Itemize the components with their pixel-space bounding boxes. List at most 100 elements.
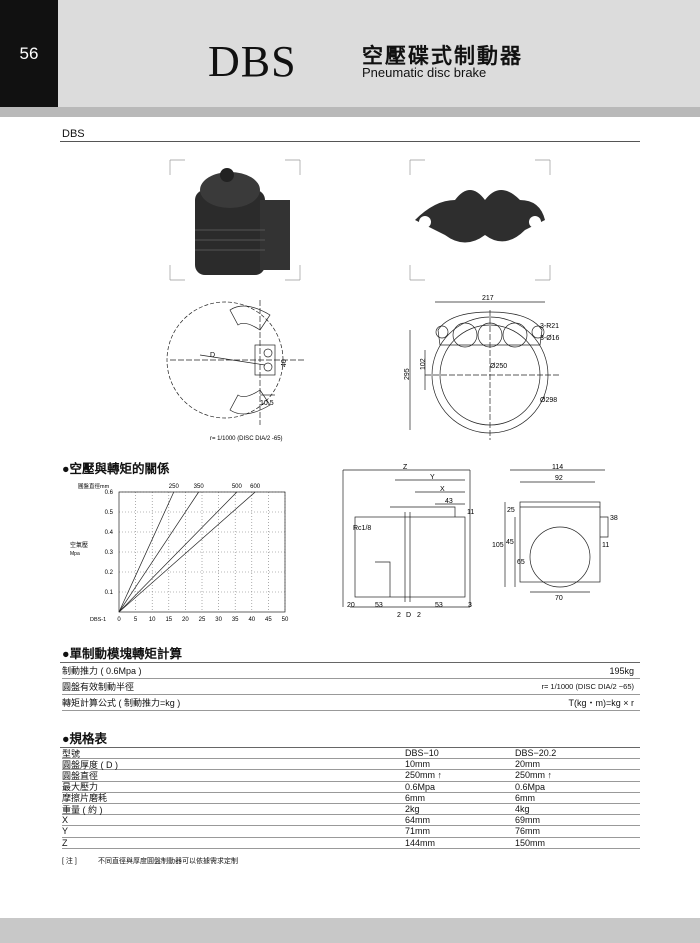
- x-tick-label: 25: [199, 617, 206, 623]
- dim-y: Y: [430, 474, 435, 481]
- rule: [60, 662, 640, 663]
- spec-cell: X: [62, 815, 69, 826]
- dim-40: 40: [281, 359, 288, 367]
- drawing-end-view: 114 92 25 38 11 105 45 65 70: [492, 464, 618, 602]
- dim-3: 3: [468, 602, 472, 609]
- x-tick-label: 20: [182, 617, 189, 623]
- dim-x: X: [440, 486, 445, 493]
- dim-d-section: D: [406, 612, 411, 619]
- drawing-disc-front: 217 3-R21 3-Ø16 295 102 Ø250 Ø298: [404, 295, 560, 440]
- series-label: 250: [169, 484, 180, 490]
- title-english: Pneumatic disc brake: [362, 65, 487, 80]
- y-tick-label: 0.6: [105, 490, 114, 496]
- series-line-350: [118, 491, 199, 613]
- dim-43: 43: [445, 498, 453, 505]
- spec-cell: 150mm: [515, 837, 546, 848]
- series-label: 350: [194, 484, 205, 490]
- dim-114: 114: [552, 464, 563, 471]
- x-tick-label: 5: [134, 617, 138, 623]
- dim-z: Z: [403, 464, 408, 471]
- spec-cell: 2kg: [405, 804, 420, 815]
- row-label: 制動推力 ( 0.6Mpa ): [62, 666, 142, 676]
- series-label: 600: [250, 484, 261, 490]
- spec-cell: 144mm: [405, 837, 436, 848]
- rule: [60, 747, 640, 748]
- row-value: T(kg・m)=kg × r: [568, 698, 634, 708]
- x-tick-label: 50: [282, 617, 289, 623]
- header-band: [0, 0, 700, 107]
- dim-2b: 2: [417, 612, 421, 619]
- section-label: DBS: [62, 128, 85, 140]
- spec-cell: 0.6Mpa: [405, 781, 436, 792]
- spec-cell: DBS−10: [405, 748, 439, 759]
- spec-cell: 摩擦片磨耗: [62, 793, 108, 804]
- dim-65: 65: [517, 559, 525, 566]
- y-tick-label: 0.2: [105, 570, 114, 576]
- dim-3-r21: 3-R21: [540, 323, 559, 330]
- dim-105: 105: [492, 542, 504, 549]
- spec-cell: 圓盤厚度 ( D ): [62, 759, 118, 770]
- dim-rc: Rc1/8: [353, 525, 371, 532]
- plot-frame: [118, 491, 286, 613]
- note-text: 不同直徑與厚度圓盤制動器可以依據需求定制: [98, 858, 238, 865]
- drawing-section: Z Y X 43 11 Rc1/8 20 53 53 3 2 D 2: [342, 464, 474, 619]
- spec-cell: 20mm: [515, 759, 541, 770]
- x-tick-label: 0: [117, 617, 121, 623]
- torque-section-title: ●單制動模塊轉矩計算: [62, 647, 183, 661]
- chart-title: ●空壓與轉矩的關係: [62, 462, 170, 476]
- spec-cell: 76mm: [515, 826, 541, 837]
- y-tick-label: 0.4: [105, 530, 114, 536]
- spec-cell: 0.6Mpa: [515, 781, 546, 792]
- x-tick-label: 30: [215, 617, 222, 623]
- series-line-250: [118, 491, 175, 613]
- spec-row: 最大壓力 0.6Mpa 0.6Mpa: [62, 782, 640, 793]
- spec-cell: 10mm: [405, 759, 431, 770]
- row-label: 轉矩計算公式 ( 制動推力=kg ): [62, 698, 181, 708]
- spec-cell: Z: [62, 837, 68, 848]
- spec-cell: 重量 ( 約 ): [62, 804, 103, 815]
- dim-11: 11: [467, 509, 474, 516]
- spec-row: 圓盤直徑 250mm ↑ 250mm ↑: [62, 770, 640, 782]
- x-prefix-label: DBS-1: [90, 617, 106, 623]
- dim-3-d16: 3-Ø16: [540, 335, 560, 342]
- y-axis-unit: Mpa: [70, 551, 80, 557]
- spec-cell: 最大壓力: [62, 782, 99, 793]
- spec-row: Z 144mm 150mm: [62, 838, 640, 849]
- spec-cell: 6mm: [405, 792, 425, 803]
- dim-38: 38: [610, 515, 618, 522]
- page-number: 56: [0, 0, 58, 107]
- model-title: DBS: [208, 37, 297, 86]
- x-tick-label: 10: [149, 617, 156, 623]
- spec-cell: 圓盤直徑: [62, 770, 99, 781]
- dim-10-5: 10.5: [260, 400, 274, 407]
- spec-cell: 250mm ↑: [405, 770, 443, 781]
- series-line-500: [118, 491, 238, 613]
- torque-row: 制動推力 ( 0.6Mpa )195kg: [62, 663, 640, 679]
- dim-92: 92: [555, 475, 563, 482]
- dim-298: Ø298: [540, 397, 557, 404]
- section-rule: [60, 141, 640, 142]
- dim-45: 45: [506, 539, 514, 546]
- x-tick-label: 15: [165, 617, 172, 623]
- y-tick-label: 0.5: [105, 510, 114, 516]
- spec-cell: 71mm: [405, 826, 431, 837]
- y-axis-label: 空氣壓: [70, 541, 88, 549]
- spec-cell: 250mm ↑: [515, 770, 553, 781]
- torque-row: 轉矩計算公式 ( 制動推力=kg ) T(kg・m)=kg × r: [62, 695, 640, 711]
- row-label: 圓盤有效制動半徑: [62, 682, 135, 692]
- dim-53a: 53: [375, 602, 383, 609]
- title-chinese: 空壓碟式制動器: [362, 45, 523, 68]
- y-tick-label: 0.1: [105, 590, 114, 596]
- dim-102: 102: [420, 358, 427, 370]
- spec-cell: 69mm: [515, 815, 541, 826]
- dim-70: 70: [555, 595, 563, 602]
- spec-row: 圓盤厚度 ( D ) 10mm 20mm: [62, 759, 640, 771]
- y-tick-label: 0.3: [105, 550, 114, 556]
- top-axis-label: 圓盤直徑mm: [78, 482, 110, 490]
- series-label: 500: [232, 484, 243, 490]
